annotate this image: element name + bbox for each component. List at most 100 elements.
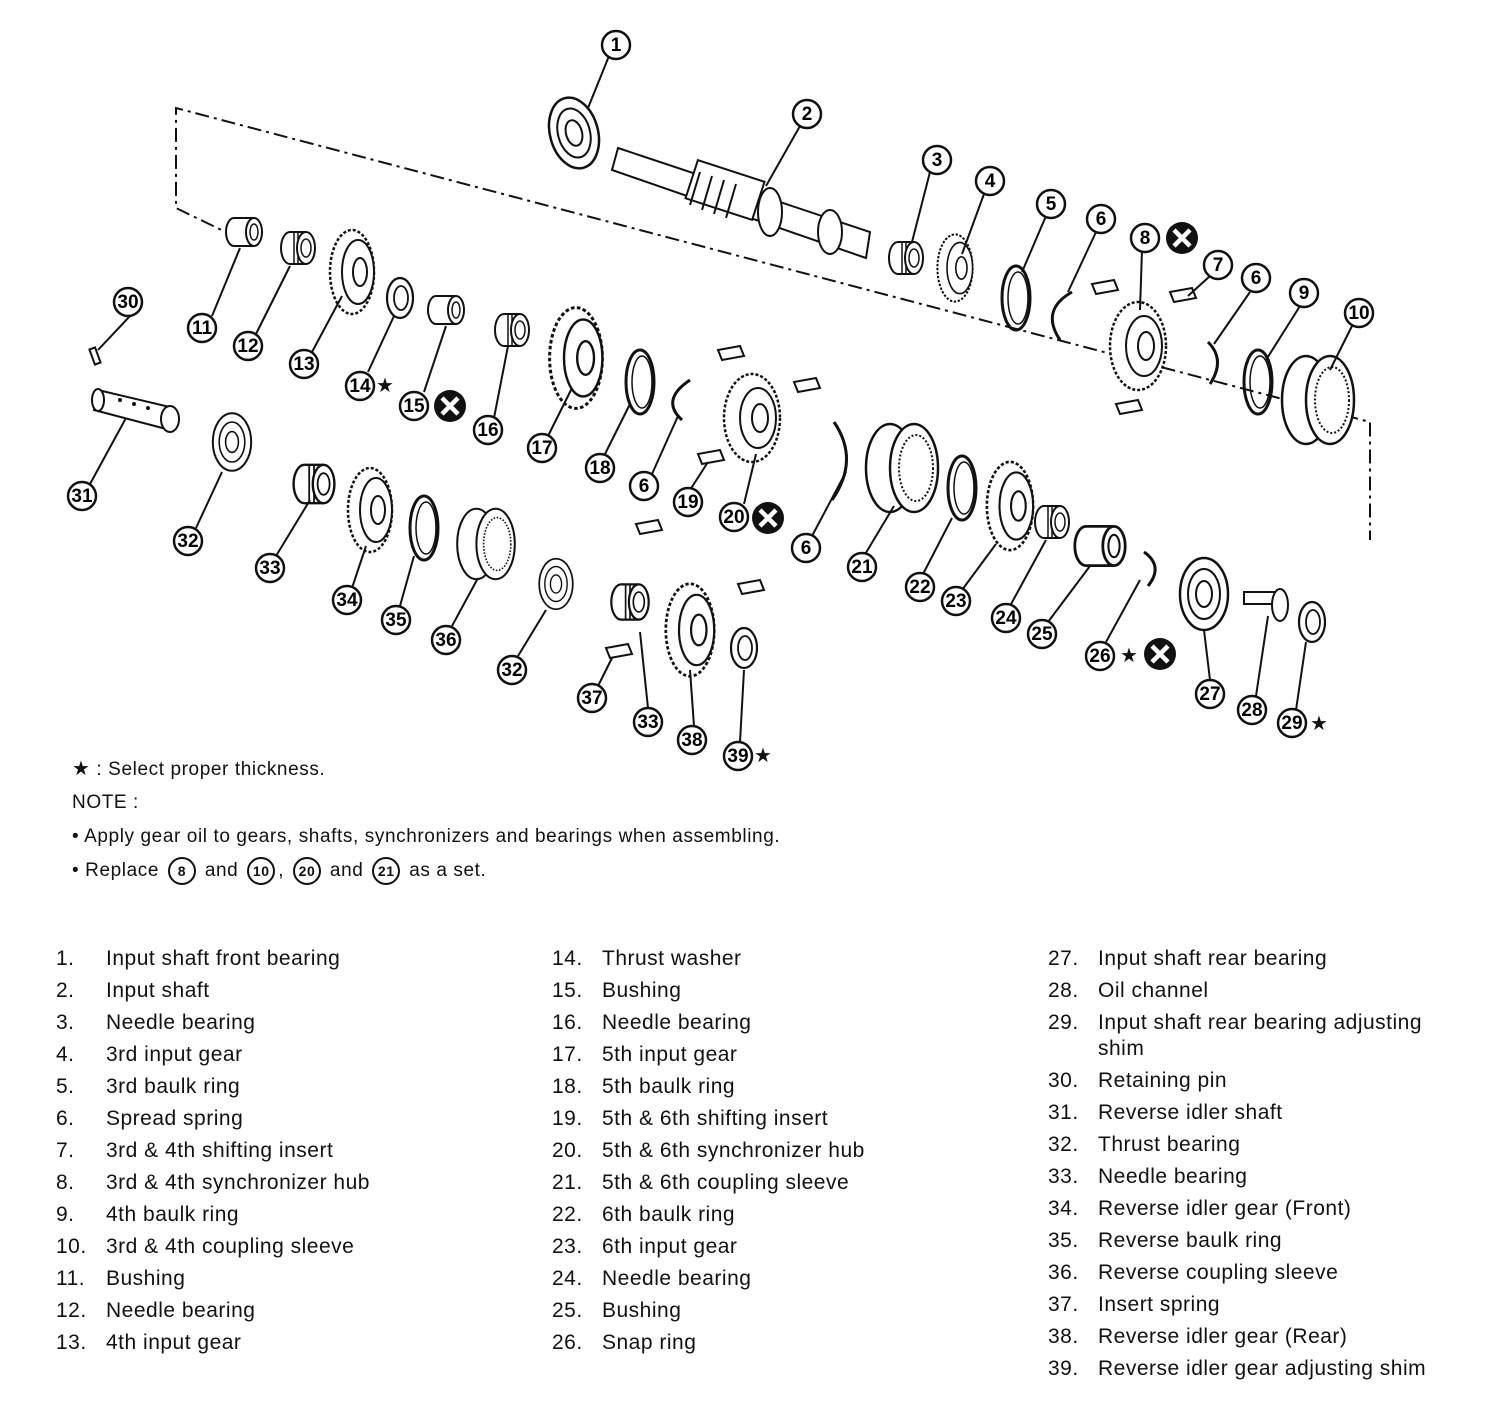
legend-item: 9.4th baulk ring [56, 1202, 476, 1228]
callout-number: 32 [501, 660, 522, 681]
part-2-input-shaft [610, 146, 872, 260]
callout-ring [380, 604, 412, 636]
ref-circle-20: 20 [293, 856, 322, 885]
callout-circle: 19 [672, 486, 704, 518]
legend-number: 34. [1048, 1197, 1079, 1220]
callout-number: 18 [589, 458, 610, 479]
legend-number: 19. [552, 1107, 583, 1130]
callout-circle: 36 [430, 624, 462, 656]
callout-circle: 6 [1085, 203, 1117, 235]
callout-number: 25 [1031, 624, 1053, 645]
callout-circle: 15 [398, 390, 430, 422]
callout-ring [66, 480, 98, 512]
callout-ring [672, 486, 704, 518]
callout-number: 2 [802, 104, 813, 125]
legend-label: 3rd & 4th shifting insert [106, 1139, 334, 1162]
part-32-thrust-bearing-b [538, 557, 574, 611]
part-3-needle-bearing [888, 241, 924, 275]
legend-number: 2. [56, 979, 75, 1002]
assembly-outline [175, 106, 1371, 540]
callout-number: 19 [677, 492, 698, 513]
callout-number: 39 [727, 746, 748, 767]
callout-number: 27 [1199, 684, 1220, 705]
part-19-insert [697, 449, 725, 465]
callout-circle: 25 [1026, 618, 1058, 650]
part-insert-spring-a [635, 519, 663, 535]
callout-number: 7 [1213, 255, 1224, 276]
part-20-hub [722, 372, 782, 464]
callout-ring [722, 740, 754, 772]
legend-item: 1.Input shaft front bearing [56, 946, 476, 972]
callout-number: 23 [945, 591, 966, 612]
callout-number: 30 [117, 292, 138, 313]
legend-label: 4th input gear [106, 1331, 242, 1354]
part-35-ring [408, 494, 440, 562]
legend-label: 5th & 6th synchronizer hub [602, 1139, 865, 1162]
legend-item: 25.Bushing [552, 1298, 972, 1324]
callout-number: 38 [681, 730, 702, 751]
legend-item: 26.Snap ring [552, 1330, 972, 1356]
callout-ring [496, 654, 528, 686]
legend-label: 3rd input gear [106, 1043, 243, 1066]
legend-number: 6. [56, 1107, 75, 1130]
part-28-oil-channel [1243, 588, 1289, 622]
bullet2-and-1: and [204, 860, 239, 881]
part-15-bushing [427, 295, 465, 325]
callout-ring [254, 552, 286, 584]
legend-item: 5.3rd baulk ring [56, 1074, 476, 1100]
legend-item: 37.Insert spring [1048, 1292, 1468, 1318]
callout-circle: 6 [628, 470, 660, 502]
legend-number: 13. [56, 1331, 87, 1354]
callout-ring [430, 624, 462, 656]
legend-number: 1. [56, 947, 75, 970]
legend-item: 39.Reverse idler gear adjusting shim [1048, 1356, 1468, 1382]
callout-circle: 21 [846, 551, 878, 583]
callout-circle: 16 [472, 414, 504, 446]
callout-number: 6 [1251, 268, 1262, 289]
legend-label: Reverse idler shaft [1098, 1101, 1283, 1124]
part-9-ring [1242, 348, 1274, 416]
part-7-insert-b [1091, 279, 1119, 295]
callout-number: 14 [349, 376, 371, 397]
legend-number: 11. [56, 1267, 86, 1290]
legend-column-1: 1.Input shaft front bearing 2. Input shaft… [56, 946, 476, 1362]
callout-circle: 22 [904, 571, 936, 603]
legend-number: 9. [56, 1203, 75, 1226]
legend-item: 18.5th baulk ring [552, 1074, 972, 1100]
legend-number: 36. [1048, 1261, 1079, 1284]
legend-item: 13. 4th input gear [56, 1330, 476, 1356]
part-7-insert-c [1115, 399, 1143, 415]
part-5-ring [1000, 264, 1032, 332]
callout-circle: 32 [496, 654, 528, 686]
legend-number: 31. [1048, 1101, 1079, 1124]
callout-circle: 33 [254, 552, 286, 584]
legend-item: 14.Thrust washer [552, 946, 972, 972]
callout-number: 5 [1046, 194, 1057, 215]
callout-ring [1035, 188, 1067, 220]
legend-label: 3rd baulk ring [106, 1075, 241, 1098]
callout-number: 1 [611, 35, 622, 56]
star-note-text: : Select proper thickness. [96, 759, 326, 780]
legend-item: 7.3rd & 4th shifting insert [56, 1138, 476, 1164]
legend-number: 25. [552, 1299, 583, 1322]
legend-item: 6.Spread spring [56, 1106, 476, 1132]
legend-item: 15.Bushing [552, 978, 972, 1004]
part-12-needle-bearing [280, 231, 316, 265]
part-17-gear [548, 306, 604, 410]
callout-circle: 29 [1276, 707, 1308, 739]
legend-label: 6th input gear [602, 1235, 738, 1258]
legend-label: Reverse idler gear (Rear) [1098, 1325, 1348, 1348]
callout-number: 35 [385, 610, 407, 631]
legend-label: Input shaft [106, 979, 210, 1002]
callout-ring [1240, 262, 1272, 294]
callout-ring [1288, 277, 1320, 309]
callout-circle: 37 [576, 682, 608, 714]
legend-item: 12.Needle bearing [56, 1298, 476, 1324]
legend-label: Thrust bearing [1098, 1133, 1241, 1156]
legend-number: 38. [1048, 1325, 1079, 1348]
legend-number: 35. [1048, 1229, 1079, 1252]
legend-number: 17. [552, 1043, 583, 1066]
legend-item: 16.Needle bearing [552, 1010, 972, 1036]
legend-item: 34.Reverse idler gear (Front) [1048, 1196, 1468, 1222]
